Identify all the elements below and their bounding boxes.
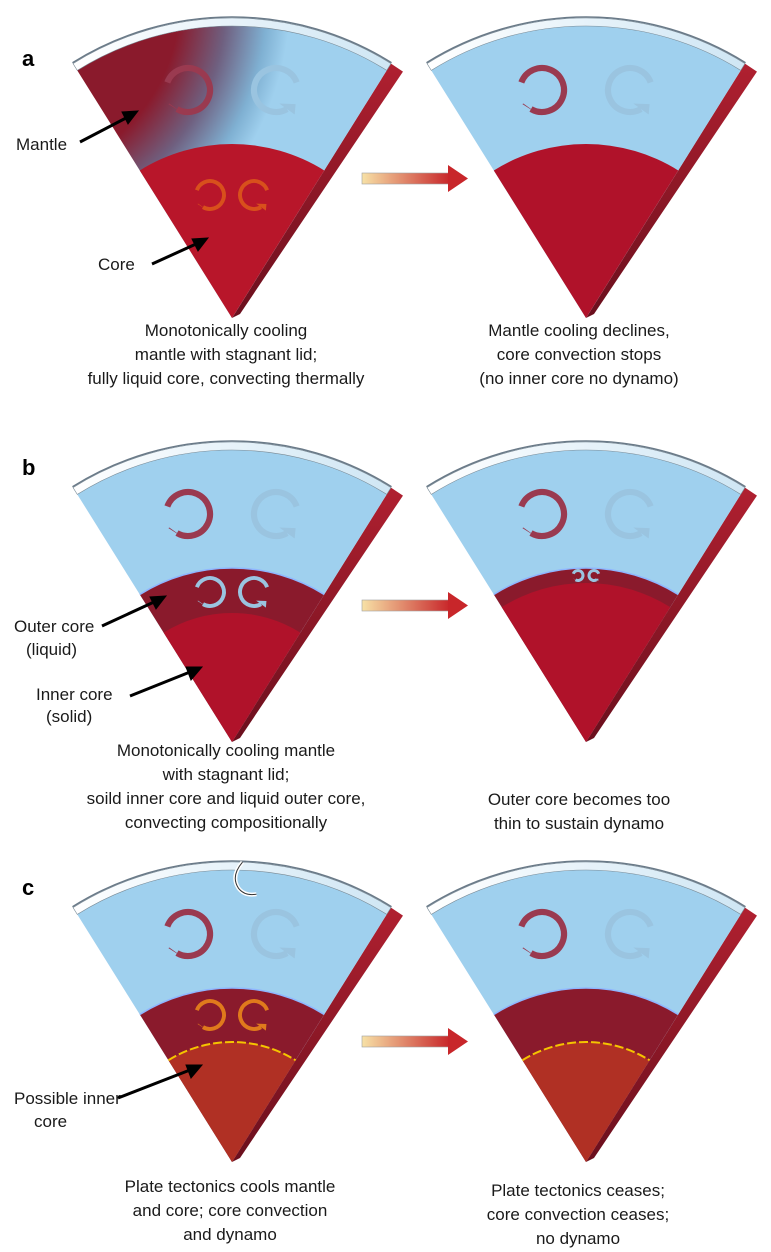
caption-c-right-2: core convection ceases; [487,1205,669,1224]
caption-b-left-2: with stagnant lid; [162,765,290,784]
caption-b-left-1: Monotonically cooling mantle [117,741,335,760]
wedge-a-right [426,17,756,318]
panel-letter-c: c [22,875,34,900]
caption-b-right-1: Outer core becomes too [488,790,670,809]
caption-c-left-3: and dynamo [183,1225,277,1244]
label-outer-core: Outer core [14,617,94,636]
caption-a-right-3: (no inner core no dynamo) [479,369,678,388]
wedge-b-left [72,441,402,742]
panel-letter-b: b [22,455,35,480]
wedge-b-right [426,441,756,742]
label-inner-core: Inner core [36,685,113,704]
pointer-inner-core [130,667,202,696]
label-outer-core-state: (liquid) [26,640,77,659]
core-layer [140,144,324,318]
caption-c-left-1: Plate tectonics cools mantle [125,1177,336,1196]
transition-arrow-b [362,592,468,619]
inner-core-layer [502,583,671,742]
wedge-diagrams [72,17,756,1162]
caption-a-left-3: fully liquid core, convecting thermally [88,369,365,388]
caption-b-right-2: thin to sustain dynamo [494,814,664,833]
label-mantle: Mantle [16,135,67,154]
caption-c-left-2: and core; core convection [133,1201,328,1220]
transition-arrow-c [362,1028,468,1055]
caption-a-right-2: core convection stops [497,345,661,364]
panel-letter-a: a [22,46,35,71]
caption-c-right-1: Plate tectonics ceases; [491,1181,665,1200]
label-inner-core-state: (solid) [46,707,92,726]
label-possible-inner-core: Possible inner [14,1089,121,1108]
label-possible-inner-core-2: core [34,1112,67,1131]
caption-c-right-3: no dynamo [536,1229,620,1248]
caption-a-left-2: mantle with stagnant lid; [135,345,317,364]
transition-arrow-a [362,165,468,192]
wedge-c-right [426,861,756,1162]
caption-a-right-1: Mantle cooling declines, [488,321,669,340]
caption-b-left-3: soild inner core and liquid outer core, [87,789,366,808]
caption-a-left-1: Monotonically cooling [145,321,308,340]
label-core: Core [98,255,135,274]
caption-b-left-4: convecting compositionally [125,813,328,832]
core-layer [494,144,678,318]
wedge-c-left [72,861,402,1162]
